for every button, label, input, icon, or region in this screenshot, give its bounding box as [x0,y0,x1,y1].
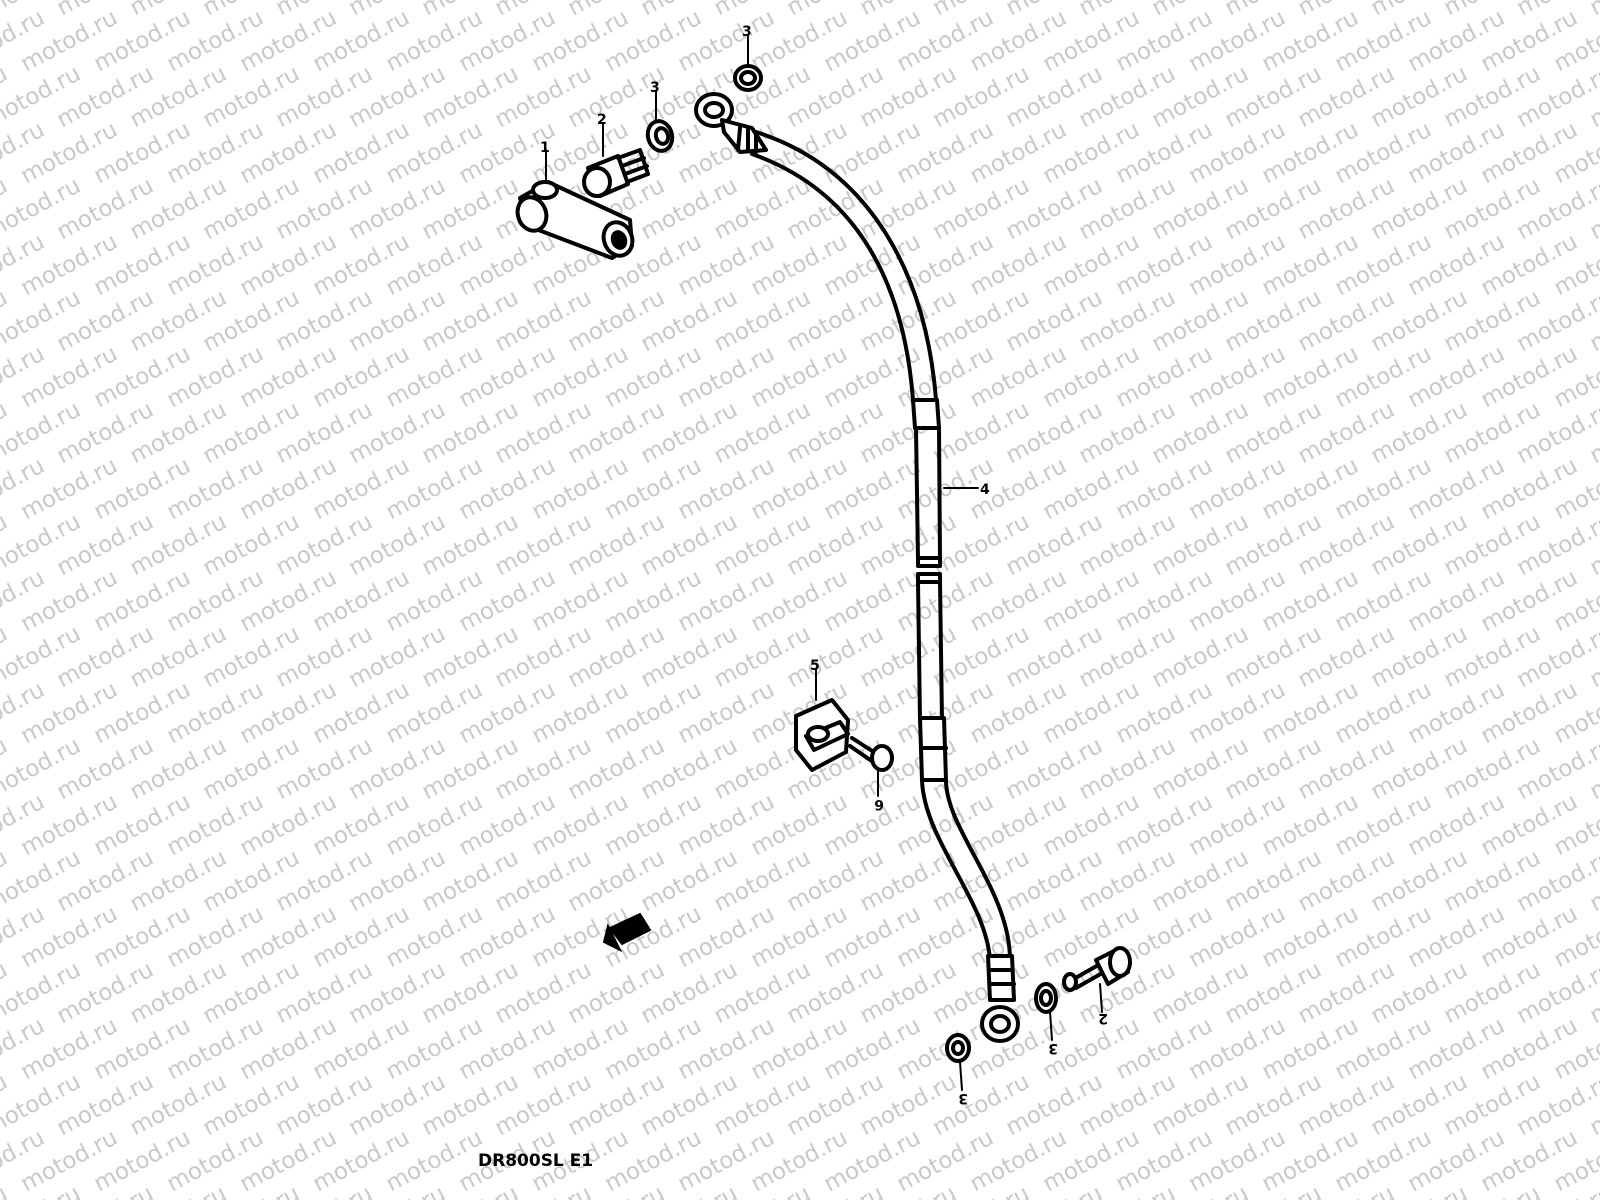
part-3-washer-top-left [645,119,675,153]
leader-part-3-bottom-mid [1049,1011,1053,1041]
part-6-clamp-bolt [848,736,894,772]
part-2-union-bolt-top [582,148,650,198]
part-3-washer-bottom-mid [1034,982,1058,1014]
callout-part-3-top-left: 3 [650,80,660,96]
part-1-union [515,180,635,260]
callout-part-2-bottom: 2 [1098,1010,1108,1026]
callout-part-3-bottom-mid: 3 [1048,1040,1058,1056]
front-direction-arrow-icon [602,912,652,953]
part-3-washer-bottom-left [945,1033,971,1063]
watermark-text: motod.ru [1586,0,1600,21]
callout-part-3-bottom-left: 3 [958,1090,968,1106]
part-2-union-bolt-bottom [1062,946,1132,992]
callout-part-6: 6 [874,796,884,812]
callout-part-5: 5 [810,658,820,674]
part-3-washer-top-right [733,64,763,92]
part-4-brake-hose [694,92,1020,1043]
watermark-text: motod.ru [0,1181,12,1200]
leader-part-2-bottom [1099,983,1103,1013]
callout-part-4: 4 [980,482,990,498]
callout-part-1: 1 [540,140,550,156]
callout-part-3-top-right: 3 [742,24,752,40]
diagram-code: DR800SL E1 [478,1151,593,1171]
callout-part-2-top: 2 [597,112,607,128]
part-5-hose-clamp [794,698,850,772]
leader-part-3-bottom-left [959,1061,963,1091]
